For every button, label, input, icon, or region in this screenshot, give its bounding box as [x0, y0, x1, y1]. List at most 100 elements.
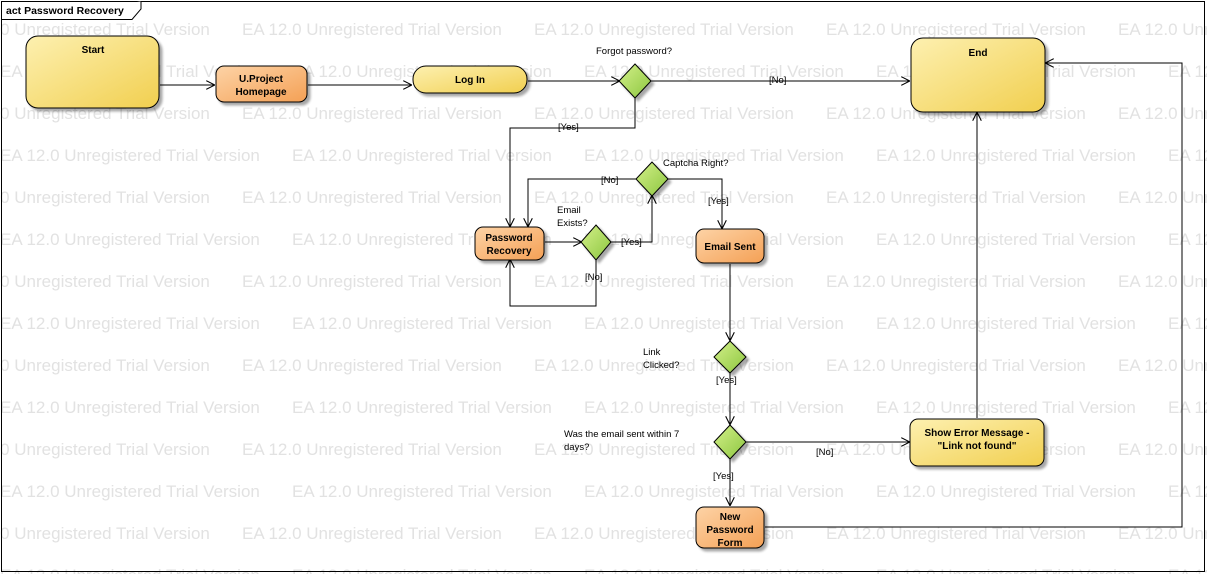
watermark-text: EA 12.0 Unregistered Trial Version [0, 20, 210, 39]
watermark-text: EA 12.0 Unregistered Trial Version [0, 188, 210, 207]
node-end: End [910, 37, 1046, 113]
watermark-text: EA 12.0 Unregistered Trial Version [826, 188, 1086, 207]
watermark-text: EA 12.0 Unregistered Trial Version [1118, 188, 1207, 207]
watermark-text: EA 12.0 Unregistered Trial Version [292, 482, 552, 501]
watermark-text: EA 12.0 Unregistered Trial Version [0, 314, 260, 333]
node-end-label: End [969, 48, 988, 59]
edge-emailexists-no [510, 260, 597, 307]
watermark-text: EA 12.0 Unregistered Trial Version [242, 188, 502, 207]
watermark-text: EA 12.0 Unregistered Trial Version [1168, 314, 1207, 333]
node-newform-line2: Password [706, 525, 753, 536]
edge-emailexists-yes [611, 196, 652, 243]
guard-forgot-no: [No] [769, 75, 786, 86]
watermark-text: EA 12.0 Unregistered Trial Version [292, 314, 552, 333]
watermark-text: EA 12.0 Unregistered Trial Version [242, 20, 502, 39]
label-captcha-right: Captcha Right? [663, 158, 728, 169]
node-newform-line3: Form [718, 538, 743, 549]
watermark-text: EA 12.0 Unregistered Trial Version [876, 314, 1136, 333]
node-email-sent: Email Sent [695, 228, 765, 264]
watermark-text: EA 12.0 Unregistered Trial Version [584, 314, 844, 333]
node-start: Start [25, 35, 160, 109]
edges [160, 63, 1183, 528]
watermark-text: EA 12.0 Unregistered Trial Version [0, 146, 260, 165]
node-new-password-form: New Password Form [695, 506, 765, 549]
watermark-text: EA 12.0 Unregistered Trial Version [876, 398, 1136, 417]
watermark-text: EA 12.0 Unregistered Trial Version [1168, 398, 1207, 417]
watermark-text: EA 12.0 Unregistered Trial Version [1168, 482, 1207, 501]
watermark-text: EA 12.0 Unregistered Trial Version [292, 146, 552, 165]
watermark-text: EA 12.0 Unregistered Trial Version [0, 440, 210, 459]
watermark-row: EA 12.0 Unregistered Trial Version EA 12.… [0, 314, 1207, 334]
label-email-exists-line2: Exists? [557, 218, 588, 229]
watermark-row: EA 12.0 Unregistered Trial Version EA 12.… [0, 272, 1207, 292]
watermark-row: EA 12.0 Unregistered Trial Version EA 12.… [0, 20, 1207, 40]
frame-title: act Password Recovery [6, 5, 124, 17]
node-email-sent-label: Email Sent [704, 242, 756, 253]
edge-captcha-no [528, 178, 636, 226]
decision-email-exists [580, 224, 612, 261]
guard-captcha-yes: [Yes] [708, 196, 729, 207]
node-start-label: Start [82, 45, 105, 56]
watermark-text: EA 12.0 Unregistered Trial Version [1168, 230, 1207, 249]
watermark-text: EA 12.0 Unregistered Trial Version [534, 20, 794, 39]
frame-title-tab [1, 1, 142, 20]
watermark-text: EA 12.0 Unregistered Trial Version [584, 398, 844, 417]
watermark-text: EA 12.0 Unregistered Trial Version [876, 146, 1136, 165]
watermark-text: EA 12.0 Unregistered Trial Version [1118, 272, 1207, 291]
watermark-row: EA 12.0 Unregistered Trial Version EA 12.… [0, 188, 1207, 208]
watermark-text: EA 12.0 Unregistered Trial Version [292, 398, 552, 417]
node-login: Log In [412, 65, 528, 94]
watermark-text: EA 12.0 Unregistered Trial Version [876, 566, 1168, 574]
watermark-text: EA 12.0 Unregistered Trial Version [242, 524, 502, 543]
watermark-text: EA 12.0 Unregistered Trial Version [242, 272, 502, 291]
guard-captcha-no: [No] [601, 175, 618, 186]
guard-within-yes: [Yes] [713, 471, 734, 482]
node-homepage: U.Project Homepage [215, 65, 308, 103]
watermark-text: EA 12.0 Unregistered Trial Version [826, 356, 1086, 375]
watermark-text: EA 12.0 Unregistered Trial Version [242, 104, 502, 123]
watermark-text: EA 12.0 Unregistered Trial Version [534, 188, 794, 207]
node-password-recovery: Password Recovery [474, 226, 545, 261]
watermark-text: EA 12.0 Unregistered Trial Version [0, 104, 210, 123]
watermark-text: EA 12.0 Unregistered Trial Version [876, 482, 1136, 501]
watermark-row: EA 12.0 Unregistered Trial Version EA 12.… [0, 482, 1207, 502]
watermark-row: EA 12.0 Unregistered Trial Version EA 12.… [0, 104, 1207, 124]
watermark-text: EA 12.0 Unregistered Trial Version [584, 146, 844, 165]
watermark-text: EA 12.0 Unregistered Trial Version [1168, 566, 1207, 574]
watermark-text: EA 12.0 Unregistered Trial Version [1118, 440, 1207, 459]
watermark-text: EA 12.0 Unregistered Trial Version [0, 566, 292, 574]
decision-within-7-days [713, 424, 747, 460]
watermark-text: EA 12.0 Unregistered Trial Version [0, 482, 260, 501]
watermark-text: EA 12.0 Unregistered Trial Version [584, 566, 876, 574]
watermark-text: EA 12.0 Unregistered Trial Version [826, 272, 1086, 291]
watermark-text: EA 12.0 Unregistered Trial Version [584, 62, 844, 81]
watermark-text: EA 12.0 Unregistered Trial Version [584, 482, 844, 501]
label-link-clicked-line2: Clicked? [643, 360, 679, 371]
watermark-text: EA 12.0 Unregistered Trial Version [292, 566, 584, 574]
watermark-row: EA 12.0 Unregistered Trial Version EA 12.… [0, 146, 1207, 166]
watermark-text: EA 12.0 Unregistered Trial Version [0, 356, 210, 375]
watermark-text: EA 12.0 Unregistered Trial Version [0, 272, 210, 291]
watermark-row: EA 12.0 Unregistered Trial Version EA 12.… [0, 356, 1207, 376]
node-error-line1: Show Error Message - [924, 428, 1029, 439]
node-homepage-line2: Homepage [235, 87, 287, 98]
node-error-line2: "Link not found" [938, 441, 1017, 452]
edge-captcha-yes [668, 178, 722, 228]
watermark-text: EA 12.0 Unregistered Trial Version [1118, 524, 1207, 543]
node-homepage-line1: U.Project [239, 74, 284, 85]
watermark-text: EA 12.0 Unregistered Trial Version [0, 398, 260, 417]
watermark-text: EA 12.0 Unregistered Trial Version [1118, 356, 1207, 375]
guard-email-yes: [Yes] [621, 237, 642, 248]
node-show-error: Show Error Message - "Link not found" [909, 418, 1045, 467]
edge-newform-end [765, 63, 1183, 528]
watermark-text: EA 12.0 Unregistered Trial Version [534, 104, 794, 123]
watermark-text: EA 12.0 Unregistered Trial Version [1118, 20, 1207, 39]
guard-link-yes: [Yes] [716, 375, 737, 386]
node-recovery-line2: Recovery [486, 246, 531, 257]
node-recovery-line1: Password [485, 233, 532, 244]
watermark-text: EA 12.0 Unregistered Trial Version [1168, 62, 1207, 81]
